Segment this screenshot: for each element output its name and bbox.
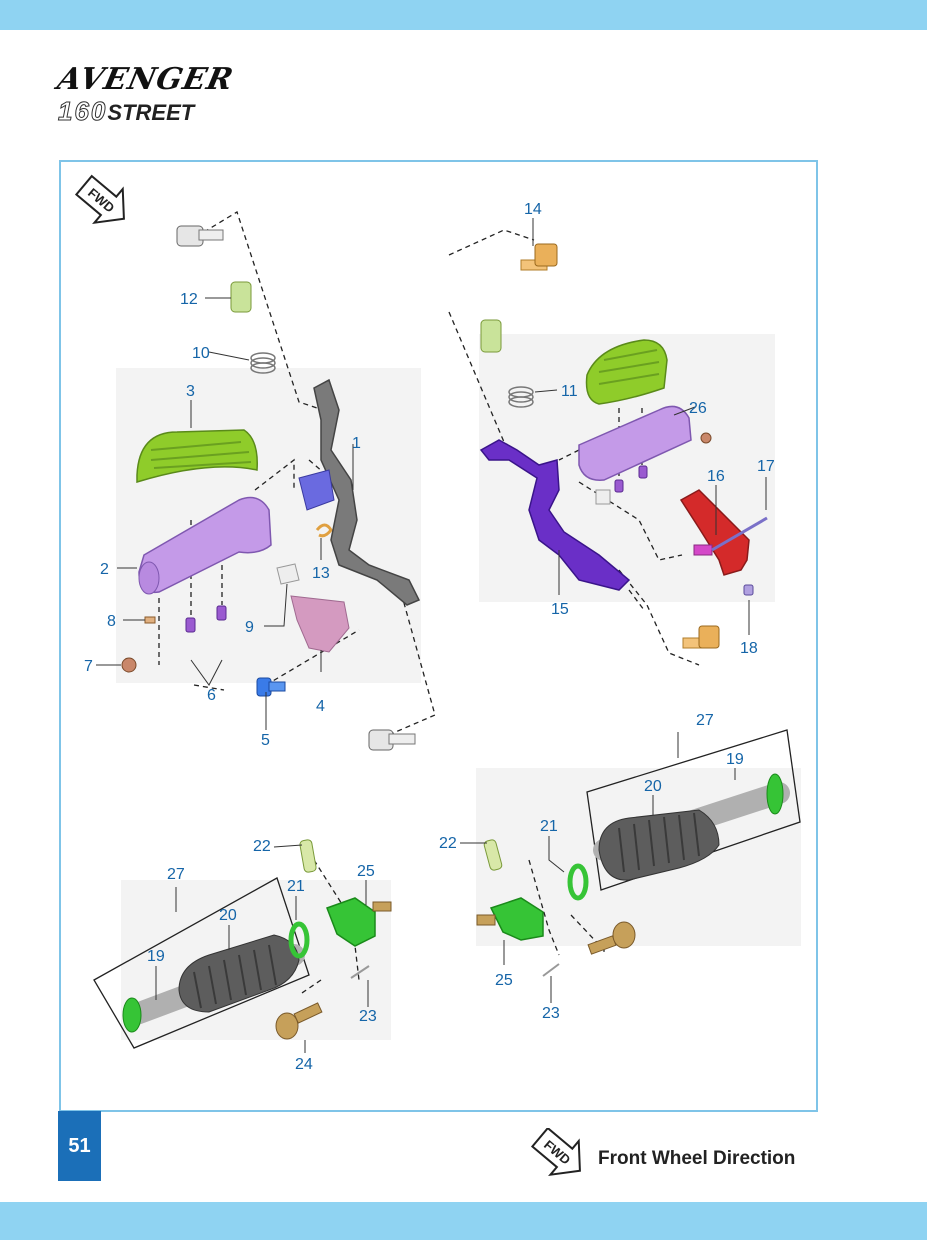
callout-17: 17	[757, 458, 775, 475]
footrest-2-icon	[138, 496, 272, 595]
callout-18: 18	[740, 640, 758, 657]
callout-8: 8	[107, 613, 116, 630]
exploded-parts-diagram: FWD	[74, 174, 801, 1073]
fwd-arrow-icon: FWD	[74, 174, 125, 225]
footrest-assembly-27-right	[586, 729, 801, 891]
bushing-12-icon	[230, 281, 252, 313]
footrest-rubber-grip-3-icon	[136, 429, 258, 484]
callout-6: 6	[207, 687, 216, 704]
callout-2: 2	[100, 561, 109, 578]
bottom-band	[0, 1202, 927, 1240]
callout-3: 3	[186, 383, 195, 400]
callout-13: 13	[312, 565, 330, 582]
callout-23-right: 23	[542, 1005, 560, 1022]
bush-right-icon	[595, 489, 611, 505]
brand-subtitle-number: 160	[57, 96, 108, 127]
screws-6-icon	[185, 605, 227, 633]
spring-11-icon	[508, 386, 534, 408]
screw-18-icon	[743, 584, 754, 596]
fwd-legend: FWD Front Wheel Direction	[527, 1128, 827, 1184]
rubber-20-right-icon	[598, 809, 720, 881]
callout-7: 7	[84, 658, 93, 675]
footrest-bracket-15-icon	[479, 439, 631, 591]
washer-8-icon	[144, 616, 156, 624]
pin-17-icon	[711, 516, 768, 552]
brand-subtitle-word: STREET	[107, 100, 195, 125]
pin-22-left-icon	[299, 839, 317, 873]
bolt-top-left-icon	[176, 225, 224, 247]
callout-24-left: 24	[295, 1056, 313, 1073]
nut-24-right-icon	[587, 921, 636, 955]
callout-4: 4	[316, 698, 325, 715]
callout-25-left: 25	[357, 863, 375, 880]
pin-22-right-icon	[483, 839, 503, 871]
callout-27-right: 27	[696, 712, 714, 729]
bolt-right-lower-icon	[682, 625, 720, 649]
callout-9: 9	[245, 619, 254, 636]
bushing-right-icon	[480, 319, 502, 353]
callout-19-left: 19	[147, 948, 165, 965]
callout-23-left: 23	[359, 1008, 377, 1025]
washer-21-left-icon	[288, 921, 310, 959]
brand-subtitle: 160STREET	[57, 96, 195, 127]
callout-leaders-bottom	[155, 732, 736, 1053]
page-number: 51	[68, 1135, 91, 1157]
callout-21-right: 21	[540, 818, 558, 835]
callout-leaders	[96, 218, 767, 730]
callout-20-right: 20	[644, 778, 662, 795]
clip-13-icon	[315, 523, 333, 538]
nut-right-icon	[700, 432, 712, 444]
fwd-legend-arrow-icon: FWD	[530, 1128, 581, 1177]
callout-22-right: 22	[439, 835, 457, 852]
end-cap-19-icon	[766, 773, 784, 815]
clevis-25-right-icon	[476, 897, 544, 941]
callout-15: 15	[551, 601, 569, 618]
brand-title: AVENGER	[54, 62, 237, 97]
callout-20-left: 20	[219, 907, 237, 924]
split-pin-23-left-icon	[350, 965, 370, 979]
callout-25-right: 25	[495, 972, 513, 989]
callout-1: 1	[352, 435, 361, 452]
top-band	[0, 0, 927, 30]
nut-24-left-icon	[275, 1002, 323, 1040]
screws-right-icon	[614, 465, 648, 493]
footrest-assembly-27-left	[93, 877, 310, 1049]
callout-labels: 1 2 3 4 5 6 7 8 9 10 11 12 13 14 15 16 1…	[84, 201, 775, 1073]
callout-14: 14	[524, 201, 542, 218]
bracket-block-icon	[298, 469, 335, 511]
bolt-bottom-left-icon	[368, 729, 416, 751]
bolt-5-icon	[256, 677, 286, 697]
split-pin-23-right-icon	[542, 963, 560, 977]
callout-11: 11	[561, 383, 578, 400]
rubber-20-left-icon	[178, 934, 300, 1013]
fwd-legend-text: Front Wheel Direction	[598, 1148, 796, 1169]
nut-7-icon	[121, 657, 137, 673]
spring-10-icon	[250, 352, 276, 374]
callout-5: 5	[261, 732, 270, 749]
pin-16-icon	[693, 544, 713, 556]
callout-19-right: 19	[726, 751, 744, 768]
diagram-frame	[59, 160, 818, 1112]
callout-21-left: 21	[287, 878, 305, 895]
plate-4-icon	[290, 595, 350, 653]
callout-26: 26	[689, 400, 707, 417]
footrest-rubber-grip-right-icon	[585, 339, 668, 405]
end-cap-19-left-icon	[122, 997, 142, 1033]
callout-10: 10	[192, 345, 210, 362]
callout-12: 12	[180, 291, 198, 308]
callout-27-left: 27	[167, 866, 185, 883]
callout-22-left: 22	[253, 838, 271, 855]
washer-21-right-icon	[567, 863, 589, 901]
footrest-bracket-1-icon	[313, 378, 421, 606]
bolt-14-icon	[520, 243, 558, 271]
clevis-25-left-icon	[326, 897, 392, 947]
footrest-26-icon	[578, 405, 692, 481]
page-number-tab: 51	[58, 1111, 101, 1181]
bush-9-icon	[276, 563, 300, 585]
callout-16: 16	[707, 468, 725, 485]
brand-logo: AVENGER 160STREET	[54, 62, 298, 127]
